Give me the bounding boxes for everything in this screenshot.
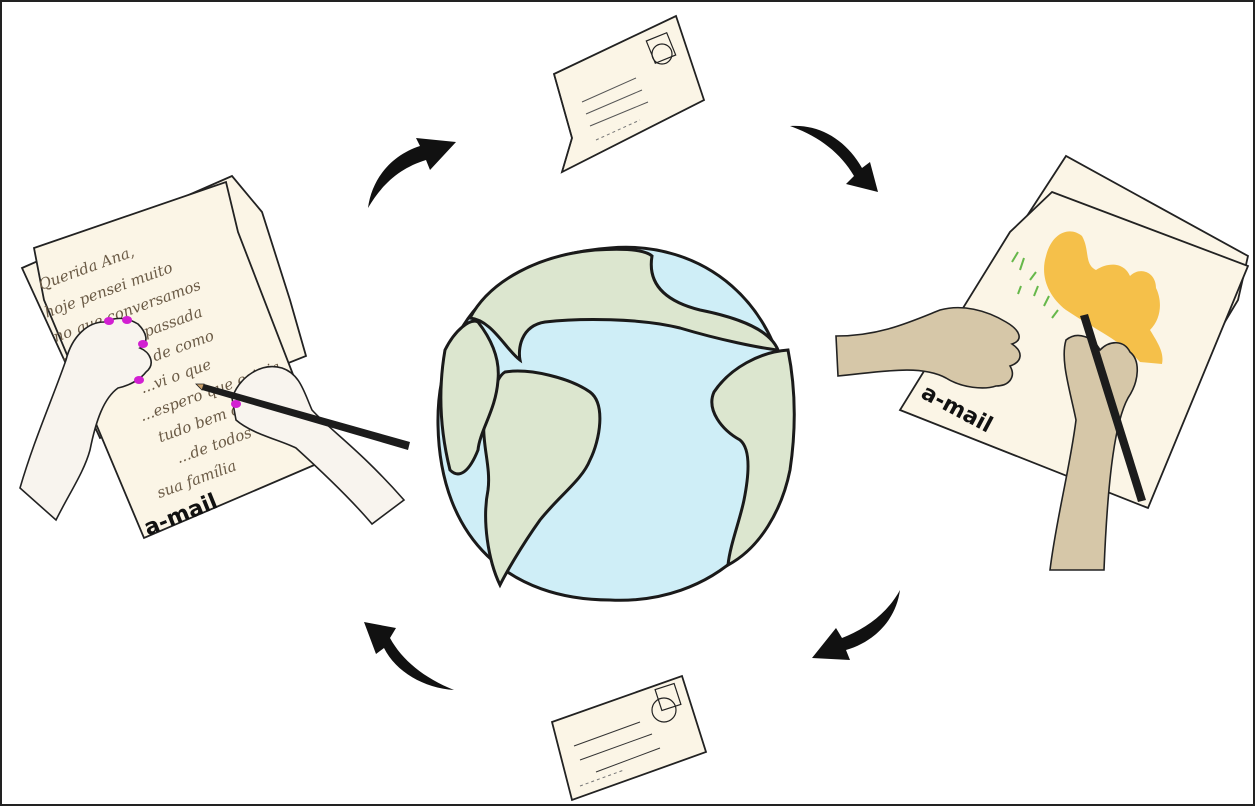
- pencil-icon: [195, 383, 410, 450]
- grass: [1011, 251, 1059, 319]
- envelope-icon: [552, 14, 706, 174]
- pencil-icon: [1080, 314, 1146, 502]
- letter-right: a-mail: [835, 154, 1250, 571]
- drawing: [1044, 231, 1163, 364]
- globe-icon: [436, 245, 796, 602]
- letter-left: Querida Ana, hoje pensei muito no que co…: [19, 174, 410, 541]
- hand-icon: [19, 316, 152, 522]
- arrow-icon: [364, 125, 900, 690]
- hand-icon: [835, 306, 1021, 389]
- postcard-icon: [550, 674, 708, 802]
